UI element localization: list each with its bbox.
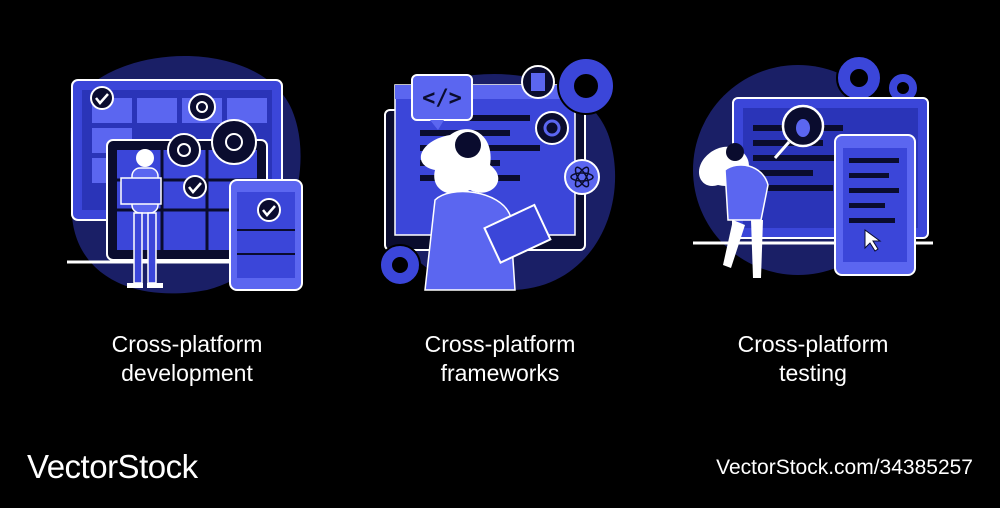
testing-illustration (693, 55, 933, 278)
vectorstock-logo: VectorStock (27, 448, 198, 485)
development-illustration (67, 56, 303, 294)
caption-line-1: Cross-platform (111, 331, 263, 357)
person-figure (698, 143, 769, 278)
person-figure (120, 149, 163, 288)
cursor-icon (864, 229, 882, 252)
person-figure (420, 129, 552, 291)
code-tag: </> (422, 86, 462, 111)
frameworks-illustration: </> (379, 57, 616, 291)
caption-line-1: Cross-platform (737, 331, 889, 357)
panel-caption: Cross-platform development (37, 330, 337, 388)
checkmark-icon (90, 86, 114, 110)
phone-icon (229, 179, 303, 291)
ionic-icon (535, 111, 569, 145)
checkmark-icon (257, 198, 281, 222)
vectorstock-image-url: VectorStock.com/34385257 (716, 456, 973, 479)
phone-icon (834, 134, 916, 276)
panel-caption: Cross-platform testing (663, 330, 963, 388)
caption-line-1: Cross-platform (424, 331, 576, 357)
hexagon-icon (521, 65, 555, 99)
checkmark-icon (183, 175, 207, 199)
illustration-cross-platform-testing: Cross-platform testing (663, 40, 963, 400)
illustration-cross-platform-development: Cross-platform development (37, 40, 337, 400)
illustration-cross-platform-frameworks: </> Cross-pla (350, 40, 650, 400)
gear-icon (379, 57, 615, 286)
code-bubble-icon (411, 74, 473, 130)
caption-line-2: testing (779, 360, 847, 386)
caption-line-2: development (121, 360, 253, 386)
gear-icon (836, 55, 919, 104)
gear-icon (167, 93, 257, 167)
atom-icon (564, 159, 600, 195)
panel-caption: Cross-platform frameworks (350, 330, 650, 388)
bug-icon (773, 104, 825, 159)
caption-line-2: frameworks (440, 360, 560, 386)
